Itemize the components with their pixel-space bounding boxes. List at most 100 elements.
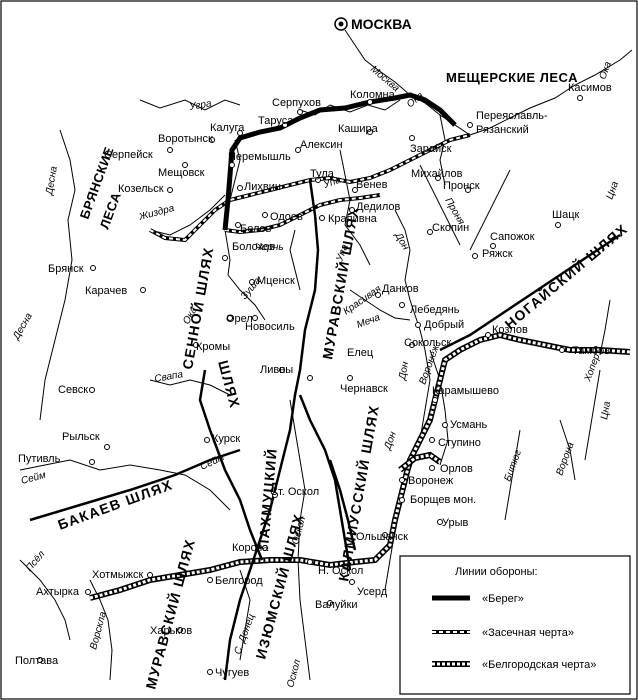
river-desna-n: Десна xyxy=(44,165,60,196)
town-rylsk: Рыльск xyxy=(62,431,100,443)
road-bakaev: БАКАЕВ ШЛЯХ xyxy=(56,476,176,533)
town-markers xyxy=(37,95,583,675)
river-seym-e: Сейм xyxy=(199,452,227,473)
town-belgorod: Белгород xyxy=(215,575,263,587)
town-stupino: Ступино xyxy=(438,437,481,449)
town-vorotynsk: Воротынск xyxy=(158,133,213,145)
river-don-s: Дон xyxy=(382,430,399,452)
town-elets: Елец xyxy=(347,347,374,359)
town-belev: Белев xyxy=(240,223,272,235)
river-oskol-s: Оскол xyxy=(285,658,303,689)
road-pakhmutsky-2: ШЛЯХ xyxy=(215,359,243,411)
town-tambov: Тамбов xyxy=(572,345,610,357)
town-userd: Усерд xyxy=(357,586,388,598)
town-mtsensk: Мценск xyxy=(257,275,295,287)
capital-label: МОСКВА xyxy=(351,16,412,32)
legend-belgorod-label: «Белгородская черта» xyxy=(482,659,596,671)
town-orlov: Орлов xyxy=(440,463,473,475)
town-putivl: Путивль xyxy=(18,453,61,465)
town-dedilov: Дедилов xyxy=(356,201,401,213)
town-borshchev: Борщев мон. xyxy=(410,494,476,506)
town-serpukhov: Серпухов xyxy=(272,97,321,109)
town-kolomna: Коломна xyxy=(350,89,396,101)
capital-moscow: МОСКВА xyxy=(334,16,412,32)
river-tsna: Цна xyxy=(599,400,613,420)
legend-zasechnaya-label: «Засечная черта» xyxy=(482,627,574,639)
river-svapa: Свапа xyxy=(154,369,185,385)
town-pronsk: Пронск xyxy=(443,180,480,192)
region-bryansk-2: ЛЕСА xyxy=(97,190,124,231)
town-akhtyrka: Ахтырка xyxy=(36,586,80,598)
river-zhizdra: Жиздра xyxy=(137,203,176,223)
road-lines xyxy=(29,179,621,681)
town-zaraysk: Зарайск xyxy=(410,143,452,155)
town-meshchovsk: Мещовск xyxy=(158,167,205,179)
town-tarusa: Таруса xyxy=(258,115,294,127)
town-aleksin: Алексин xyxy=(300,139,343,151)
legend-title: Линии обороны: xyxy=(455,566,538,578)
town-voronezh: Воронеж xyxy=(408,475,454,487)
river-krasivaya-2: Меча xyxy=(355,312,382,331)
town-danko: Данков xyxy=(382,283,419,295)
town-olshansk: Ольшанск xyxy=(356,531,408,543)
town-n-oskol: Н. Оскол xyxy=(318,565,363,577)
town-mikhaylov: Михайлов xyxy=(411,168,463,180)
town-chuguev: Чугуев xyxy=(215,667,249,679)
town-likhvin: Лихвин xyxy=(244,181,281,193)
town-orel: Орел xyxy=(226,313,253,325)
town-uryv: Урыв xyxy=(442,517,469,529)
town-kozlov: Козлов xyxy=(492,324,528,336)
town-sapozhok: Сапожок xyxy=(490,231,535,243)
town-karamyshevo: Карамышево xyxy=(432,385,499,397)
town-kasimov: Касимов xyxy=(568,82,612,94)
town-peremyshl: Перемышль xyxy=(228,151,291,163)
town-venev: Венев xyxy=(356,179,388,191)
river-psel: Псёл xyxy=(24,549,48,574)
town-bolkhov: Болохов xyxy=(232,241,275,253)
road-muravsky-south: МУРАВСКИЙ ШЛЯХ xyxy=(141,537,198,691)
river-oka-e: Ока xyxy=(597,60,614,81)
town-kharkov: Харьков xyxy=(150,625,192,637)
river-chern: Чернь xyxy=(255,242,284,253)
road-pakhmutsky: ПАХМУЦКИЙ xyxy=(254,447,280,550)
legend: Линии обороны: «Берег» «Засечная черта» … xyxy=(399,555,631,695)
town-pereyaslavl: Переяславль- xyxy=(476,110,548,122)
town-krapivna: Крапивна xyxy=(328,213,378,225)
town-valuyki: Валуйки xyxy=(315,599,357,611)
town-tula: Тула xyxy=(310,168,335,180)
town-kozelsk: Козельск xyxy=(118,183,164,195)
river-ugra: Угра xyxy=(188,98,213,113)
town-st-oskol: Ст. Оскол xyxy=(270,486,319,498)
town-usman: Усмань xyxy=(450,419,488,431)
town-labels: Серпухов Коломна Переяславль- Рязанский … xyxy=(15,82,612,679)
town-bryansk: Брянск xyxy=(48,263,84,275)
legend-box xyxy=(399,555,631,695)
town-shatsk: Шацк xyxy=(552,209,579,221)
river-vorskla: Ворскла xyxy=(88,610,109,651)
legend-bereg-label: «Берег» xyxy=(482,593,524,605)
road-muravsky-north: МУРАВСКИЙ ШЛЯХ xyxy=(318,205,362,361)
river-pra: Цна xyxy=(604,180,621,201)
town-novosil: Новосиль xyxy=(245,321,295,333)
river-don-m: Дон xyxy=(397,360,411,381)
town-chernavsk: Чернавск xyxy=(340,383,388,395)
river-don-n: Дон xyxy=(392,230,411,252)
town-serpeysk: Серпейск xyxy=(104,149,153,161)
town-ryazhsk: Ряжск xyxy=(482,248,513,260)
town-livny: Ливны xyxy=(260,364,293,376)
town-kashira: Кашира xyxy=(338,123,379,135)
town-sevsk: Севск xyxy=(58,384,88,396)
town-skopin: Скопин xyxy=(432,222,469,234)
town-karachev: Карачев xyxy=(85,285,127,297)
line-zasechnaya-cherta xyxy=(149,133,471,243)
capital-marker-inner xyxy=(338,21,344,27)
town-lebedyan: Лебедянь xyxy=(410,304,460,316)
town-kromy: Кромы xyxy=(196,341,230,353)
town-kaluga: Калуга xyxy=(210,122,245,134)
river-seym-w: Сейм xyxy=(20,470,47,487)
town-kursk: Курск xyxy=(212,433,240,445)
town-dobry: Добрый xyxy=(424,319,464,331)
town-ryazansky: Рязанский xyxy=(476,124,529,136)
